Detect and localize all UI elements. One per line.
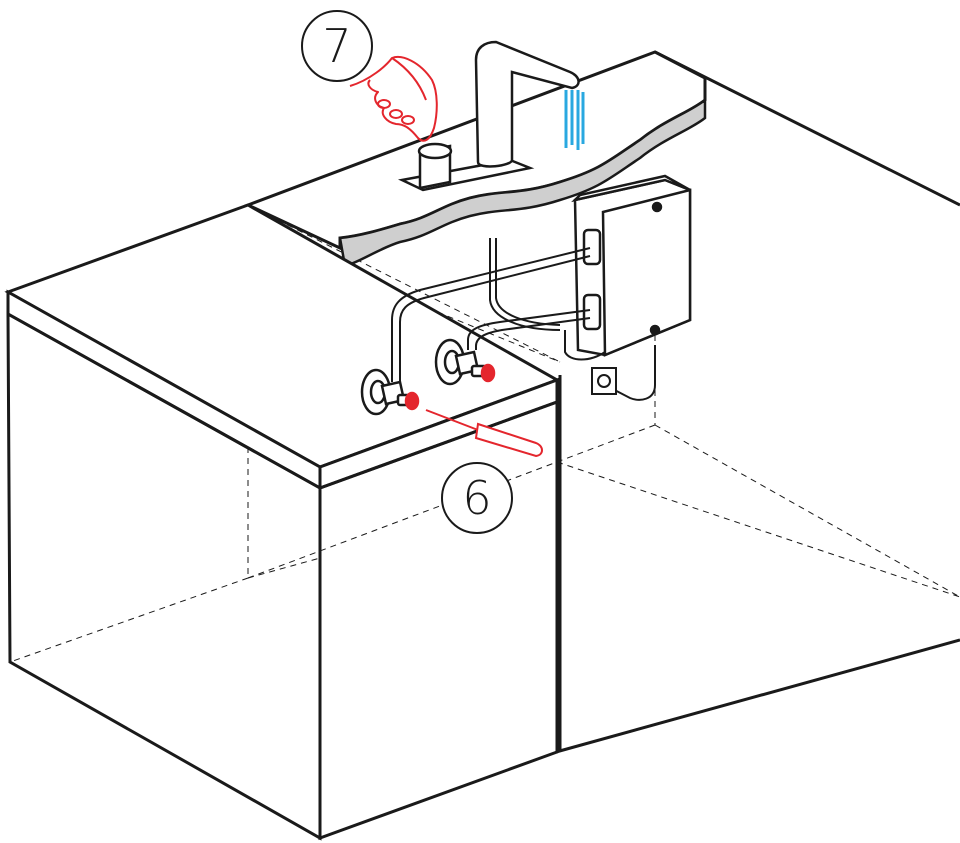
angle-valve-right — [434, 338, 496, 386]
water-stream — [564, 90, 585, 150]
control-box — [571, 174, 692, 357]
faucet — [397, 40, 580, 192]
angle-valve-left — [360, 368, 420, 416]
cabinet — [4, 203, 561, 841]
hand-pressing-button — [349, 56, 438, 142]
step-7-label: 7 — [301, 10, 373, 82]
supply-hoses — [391, 238, 656, 401]
power-socket — [591, 367, 617, 395]
step-6-label: 6 — [441, 462, 513, 534]
screwdriver — [425, 409, 543, 458]
countertop — [244, 50, 707, 268]
